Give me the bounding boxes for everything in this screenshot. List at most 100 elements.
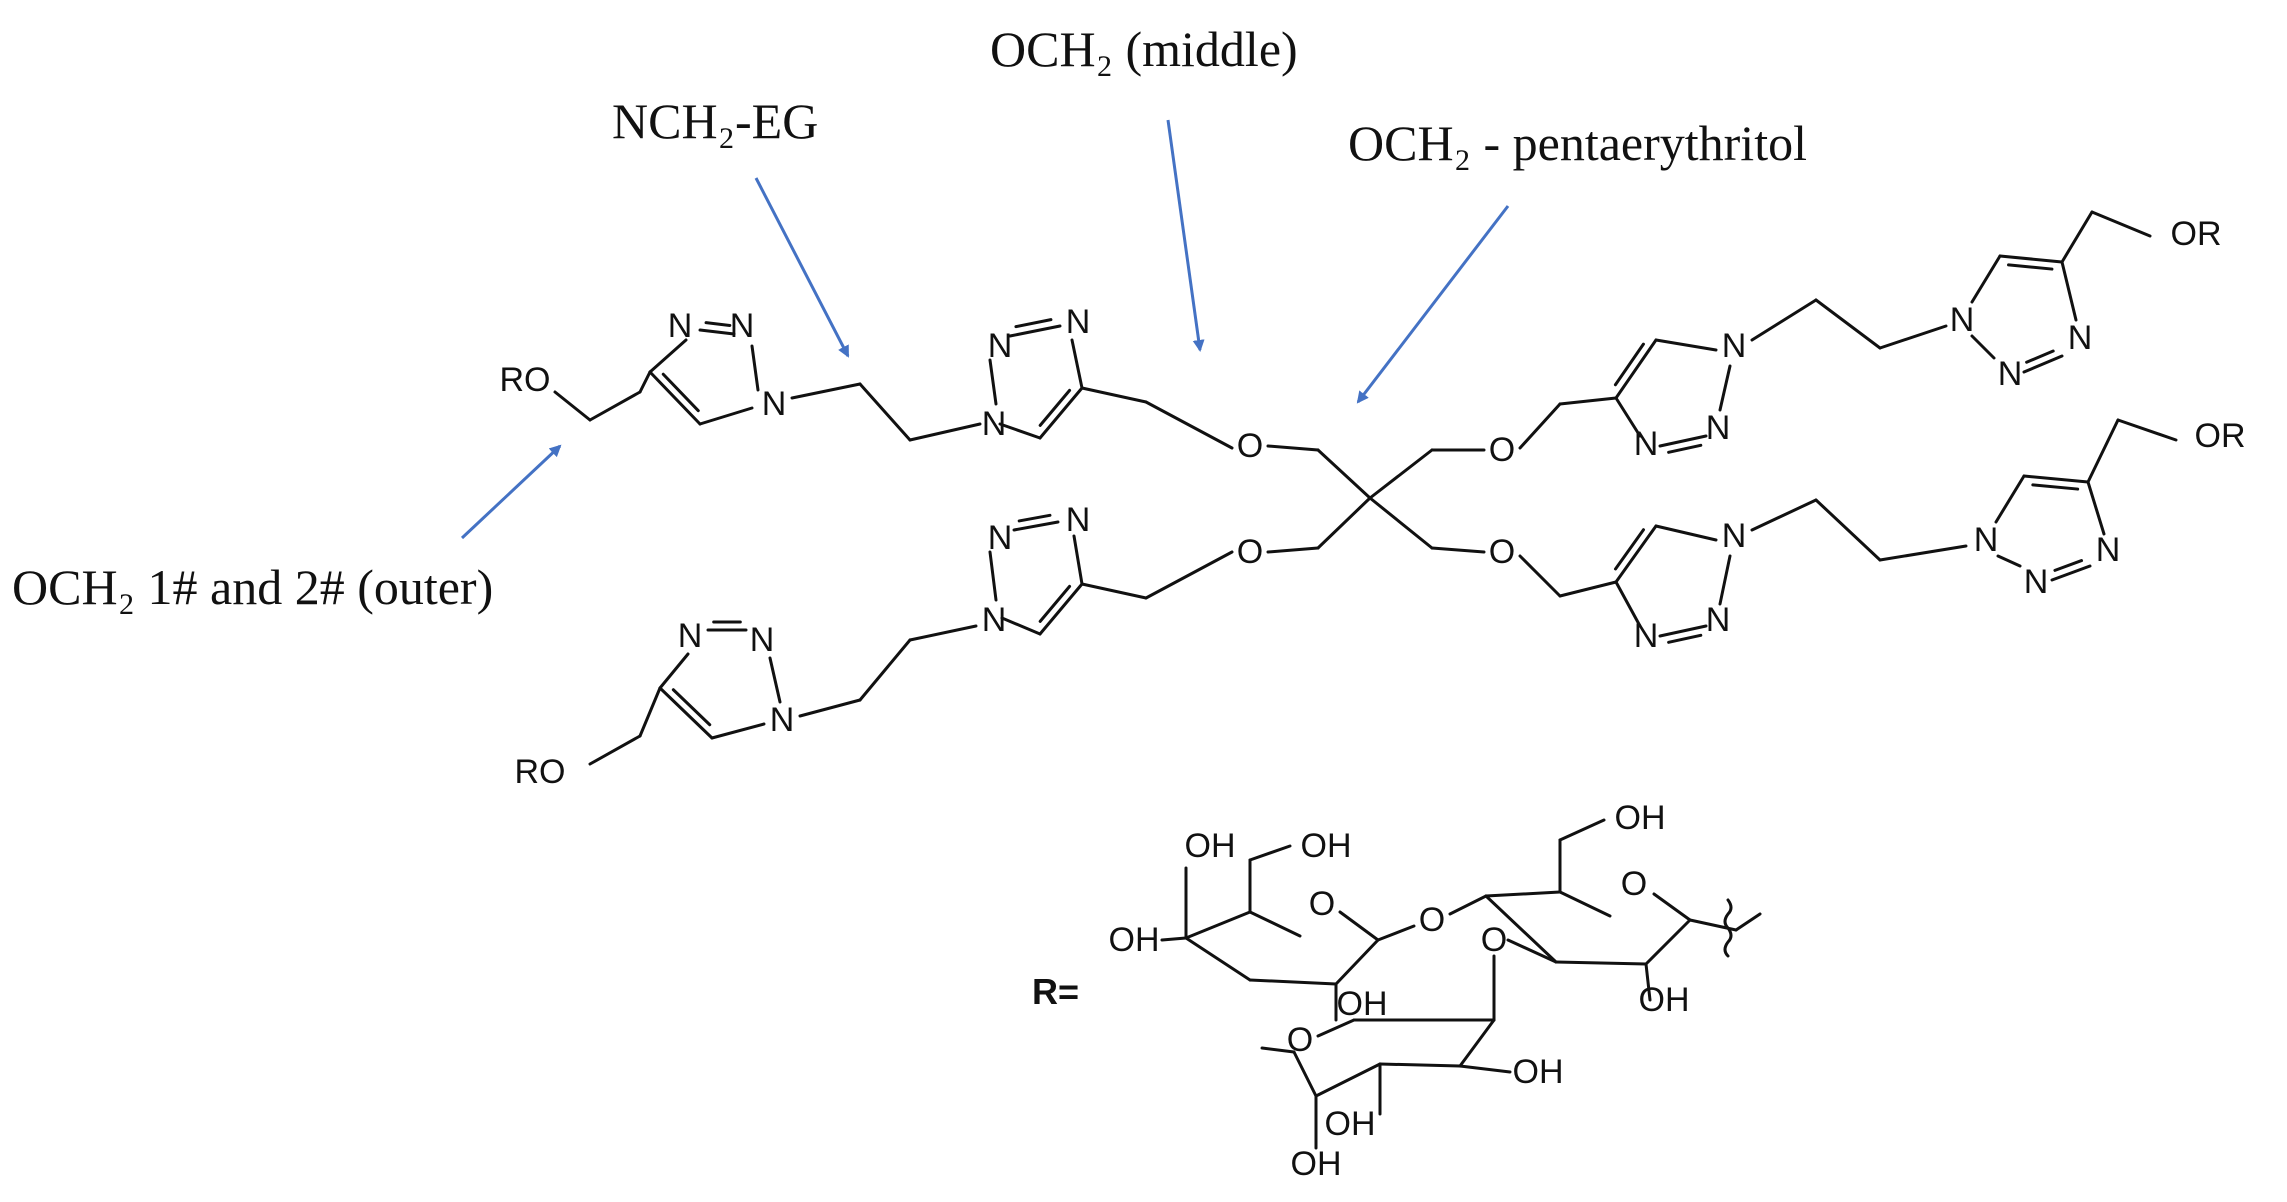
bond-eg3-b bbox=[1814, 298, 1882, 350]
n-tz2-n3: N bbox=[1066, 303, 1091, 341]
bond-tz7-c4c5 bbox=[1038, 582, 1084, 636]
bond-eg1-b bbox=[858, 382, 912, 442]
bond-tz4-c5c4 bbox=[1998, 254, 2064, 264]
bond-fuc-2 bbox=[1378, 1062, 1462, 1068]
bond-eg7-b bbox=[858, 638, 912, 702]
bond-eg1-a bbox=[790, 382, 862, 400]
bond-o-ch2-lr bbox=[1518, 554, 1562, 598]
bond-tz6-n3n2 bbox=[2050, 564, 2092, 582]
bond-tz3-n3c4 bbox=[1614, 396, 1642, 438]
bond-glc-c2-oh bbox=[1644, 962, 1652, 1002]
o-glycosidic-gal: O bbox=[1419, 901, 1445, 939]
bond-eg7-a bbox=[908, 624, 978, 642]
n-tz2-n2: N bbox=[988, 327, 1013, 365]
o-fuc-ring: O bbox=[1287, 1021, 1313, 1059]
callout-middle-och2: OCH₂ (middle) bbox=[990, 21, 1298, 77]
n-tz3-n1: N bbox=[1722, 327, 1747, 365]
bond-c4-ch2-lr bbox=[2086, 418, 2120, 484]
n-tz6-n2: N bbox=[2024, 563, 2049, 601]
oh-glc-c6: OH bbox=[1615, 799, 1666, 837]
n-tz2-n1: N bbox=[982, 405, 1007, 443]
bond-tz8-n1c5 bbox=[710, 722, 766, 740]
bond-gal-5 bbox=[1248, 978, 1338, 986]
bond-glc-ch2-oh bbox=[1558, 818, 1606, 842]
bond-gal-2 bbox=[1248, 910, 1302, 938]
bond-tz2-n3c4 bbox=[1070, 338, 1084, 390]
n-tz1-n3: N bbox=[668, 307, 693, 345]
oh-fuc-c3: OH bbox=[1325, 1105, 1376, 1143]
bond-eg5-b bbox=[1814, 498, 1882, 562]
bond-tz2-n2n3 bbox=[1008, 324, 1062, 338]
n-tz8-n1: N bbox=[770, 701, 795, 739]
n-tz8-n2: N bbox=[750, 621, 775, 659]
n-tz8-n3: N bbox=[678, 617, 703, 655]
bond-ch2-o-lr bbox=[1430, 546, 1486, 554]
bond-tz6-n1c5 bbox=[1994, 474, 2026, 524]
callout-outer-och2: OCH₂ 1# and 2# (outer) bbox=[12, 559, 493, 615]
bond-tz1-c4link bbox=[638, 370, 652, 394]
oh-fuc-c4: OH bbox=[1291, 1145, 1342, 1183]
bond-tz4-n3n2-second bbox=[2025, 349, 2055, 364]
bond-ro-ch2-ul bbox=[553, 390, 592, 422]
bond-tz4-c4n3 bbox=[2060, 260, 2078, 322]
bond-lines bbox=[553, 210, 2178, 766]
bond-eg7-c bbox=[798, 698, 862, 718]
bond-tz4-c5c4-second bbox=[2007, 263, 2054, 271]
arrow-penta bbox=[1356, 205, 1510, 404]
bond-eg5-a bbox=[1750, 498, 1818, 532]
bond-tz2-n2n3-second bbox=[1014, 318, 1053, 329]
bond-tz7-n3c4 bbox=[1072, 534, 1084, 586]
oh-fuc-c2: OH bbox=[1513, 1053, 1564, 1091]
bond-tz6-n2n1 bbox=[1996, 554, 2022, 568]
bond-tz5-n3c4 bbox=[1614, 580, 1642, 628]
bond-tz3-c5n1 bbox=[1654, 338, 1718, 352]
bond-gal-3 bbox=[1338, 910, 1380, 942]
bond-tz6-c5c4-second bbox=[2031, 483, 2080, 491]
bond-tz5-c4c5 bbox=[1614, 524, 1658, 584]
bond-glyco-glc bbox=[1448, 894, 1488, 916]
bond-tz3-n2n3-second bbox=[1667, 443, 1703, 454]
bond-gal-4 bbox=[1334, 938, 1380, 986]
bond-gal-c3 bbox=[1160, 936, 1188, 942]
bond-tz6-n3n2-second bbox=[2053, 559, 2084, 572]
bond-tz2-c5c4 bbox=[1038, 386, 1084, 440]
bond-ch2-c4-lr bbox=[1558, 580, 1618, 598]
oh-gal-c6: OH bbox=[1301, 827, 1352, 865]
bond-ch2-c4-ll bbox=[1080, 582, 1148, 600]
bond-tz5-c4c5-second bbox=[1613, 528, 1645, 571]
n-tz7-n3: N bbox=[1066, 501, 1091, 539]
bond-tz5-c5n1 bbox=[1654, 524, 1718, 542]
bond-tz3-c4c5-second bbox=[1613, 342, 1645, 387]
ro-label-upper-left: RO bbox=[500, 361, 551, 399]
bond-glc-3 bbox=[1652, 892, 1692, 922]
bond-glc-6 bbox=[1484, 894, 1558, 964]
bond-tz2-c5c4-second bbox=[1038, 388, 1072, 427]
n-tz5-n2: N bbox=[1706, 601, 1731, 639]
bond-c-ch2-ll bbox=[1316, 496, 1372, 550]
bond-tz8-c5c4-second bbox=[671, 688, 712, 727]
bond-ch2-o-ul bbox=[1144, 400, 1234, 450]
n-tz3-n3: N bbox=[1634, 425, 1659, 463]
bond-c4-ch2-ur bbox=[2060, 210, 2094, 264]
bond-eg3-a bbox=[1750, 298, 1818, 342]
bond-tz4-n3n2 bbox=[2022, 354, 2064, 374]
bond-fuc-c2-oh bbox=[1458, 1064, 1512, 1074]
bond-tz1-c4c5-second bbox=[661, 372, 700, 413]
attachment-squiggle bbox=[1723, 898, 1733, 958]
n-tz4-n1: N bbox=[1950, 301, 1975, 339]
oh-gal-c2: OH bbox=[1337, 985, 1388, 1023]
bond-tz7-n2n3-second bbox=[1017, 513, 1052, 523]
o-glycosidic-fuc: O bbox=[1481, 921, 1507, 959]
bond-glc-c3-o bbox=[1506, 938, 1558, 964]
n-tz1-n1: N bbox=[762, 385, 787, 423]
n-tz6-n3: N bbox=[2096, 531, 2121, 569]
o-glc-ring: O bbox=[1621, 865, 1647, 903]
bond-tz1-n2n3 bbox=[698, 328, 736, 336]
bond-eg5-c bbox=[1878, 544, 1968, 562]
bond-eg3-c bbox=[1878, 324, 1948, 350]
bond-o-ch2-ll bbox=[1144, 550, 1234, 600]
bond-tz5-n1n2 bbox=[1718, 554, 1732, 606]
bond-eg1-c bbox=[908, 422, 982, 442]
